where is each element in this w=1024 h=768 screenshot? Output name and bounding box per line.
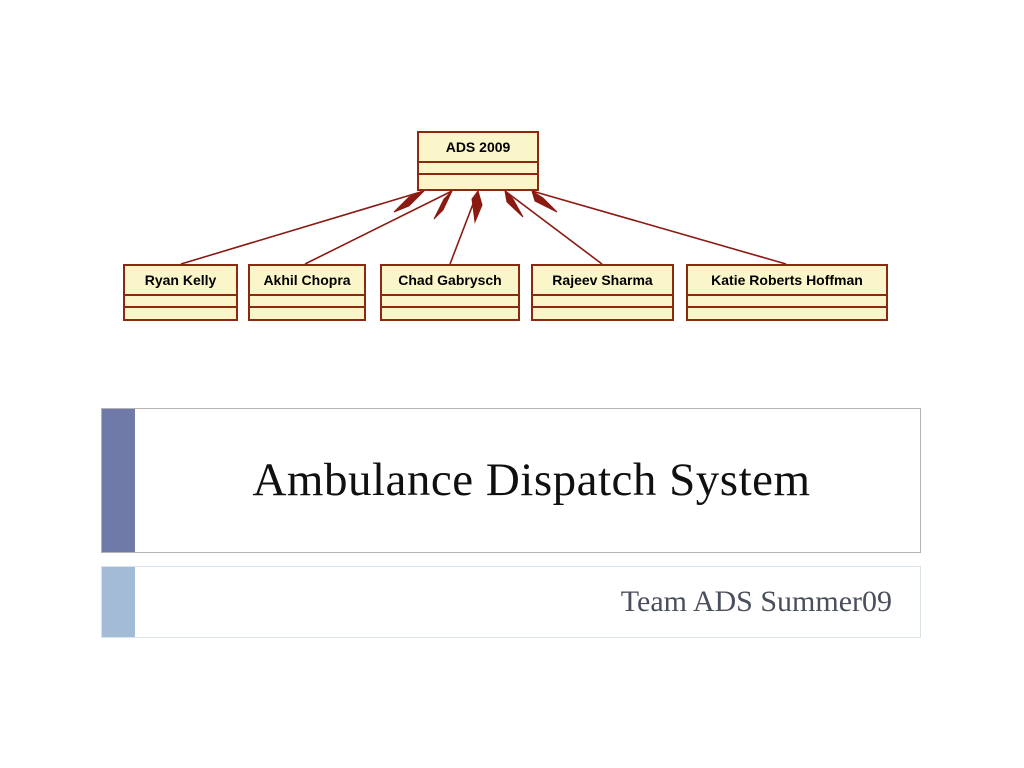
uml-attributes-compartment-katie-roberts-hoffman	[688, 296, 886, 308]
uml-class-akhil-chopra[interactable]: Akhil Chopra	[248, 264, 366, 321]
title-text-container: Ambulance Dispatch System	[135, 409, 920, 552]
uml-attributes-compartment-ryan-kelly	[125, 296, 236, 308]
uml-operations-compartment-rajeev-sharma	[533, 308, 672, 320]
title-accent-bar	[102, 409, 135, 552]
page-title: Ambulance Dispatch System	[252, 453, 811, 506]
uml-class-katie-roberts-hoffman[interactable]: Katie Roberts Hoffman	[686, 264, 888, 321]
uml-class-chad-gabrysch[interactable]: Chad Gabrysch	[380, 264, 520, 321]
uml-operations-compartment-chad-gabrysch	[382, 308, 518, 320]
composition-diamond-rajeev-sharma	[504, 189, 524, 218]
composition-diamond-ryan-kelly	[393, 190, 425, 213]
uml-class-name-ads-2009: ADS 2009	[419, 133, 537, 163]
connector-line-ryan-kelly	[180, 190, 425, 265]
uml-class-name-akhil-chopra: Akhil Chopra	[250, 266, 364, 296]
connector-line-katie-roberts-hoffman	[531, 190, 787, 265]
uml-attributes-compartment-rajeev-sharma	[533, 296, 672, 308]
uml-class-name-rajeev-sharma: Rajeev Sharma	[533, 266, 672, 296]
page-subtitle: Team ADS Summer09	[620, 585, 892, 618]
uml-class-ryan-kelly[interactable]: Ryan Kelly	[123, 264, 238, 321]
uml-class-diagram: ADS 2009 Ryan Kelly Akhil Chopra Chad Ga…	[123, 131, 888, 321]
uml-operations-compartment-ads-2009	[419, 175, 537, 187]
uml-attributes-compartment-ads-2009	[419, 163, 537, 175]
subtitle-text-container: Team ADS Summer09	[135, 567, 920, 637]
composition-diamond-chad-gabrysch	[471, 189, 483, 224]
uml-attributes-compartment-akhil-chopra	[250, 296, 364, 308]
uml-class-name-ryan-kelly: Ryan Kelly	[125, 266, 236, 296]
uml-class-ads-2009[interactable]: ADS 2009	[417, 131, 539, 191]
subtitle-block: Team ADS Summer09	[101, 566, 921, 638]
title-block: Ambulance Dispatch System	[101, 408, 921, 553]
uml-operations-compartment-ryan-kelly	[125, 308, 236, 320]
uml-class-name-katie-roberts-hoffman: Katie Roberts Hoffman	[688, 266, 886, 296]
uml-class-name-chad-gabrysch: Chad Gabrysch	[382, 266, 518, 296]
uml-class-rajeev-sharma[interactable]: Rajeev Sharma	[531, 264, 674, 321]
uml-operations-compartment-katie-roberts-hoffman	[688, 308, 886, 320]
connector-line-akhil-chopra	[304, 190, 453, 265]
uml-connector-layer	[180, 189, 787, 265]
connector-line-rajeev-sharma	[504, 190, 603, 265]
composition-diamond-akhil-chopra	[433, 190, 453, 220]
uml-operations-compartment-akhil-chopra	[250, 308, 364, 320]
uml-attributes-compartment-chad-gabrysch	[382, 296, 518, 308]
composition-diamond-katie-roberts-hoffman	[531, 189, 558, 213]
subtitle-accent-bar	[102, 567, 135, 637]
